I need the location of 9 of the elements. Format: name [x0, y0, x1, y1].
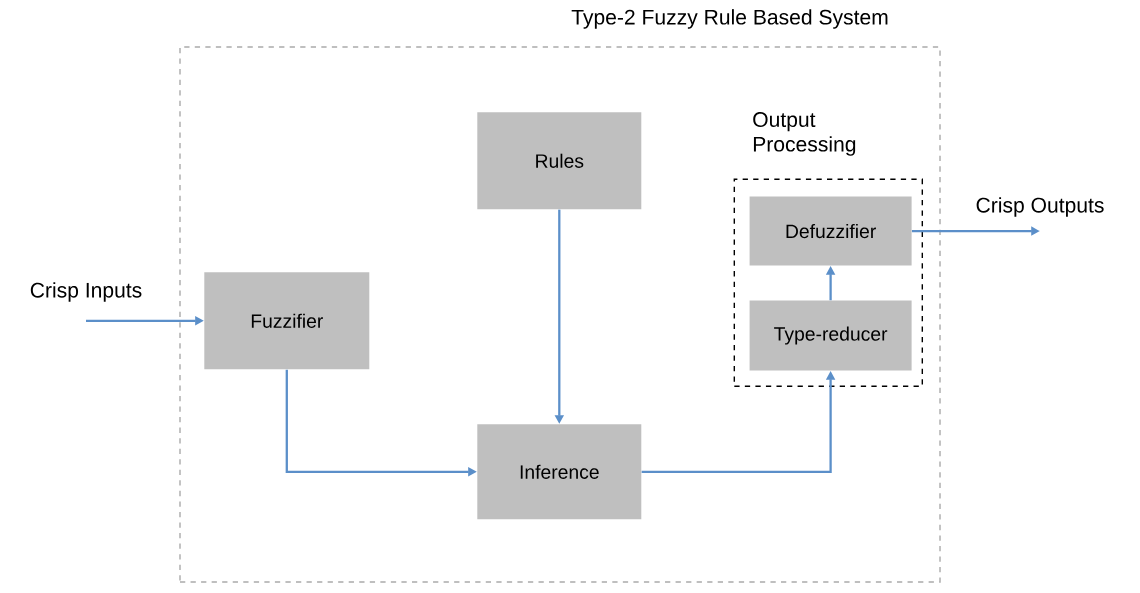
group-title: Output Processing	[753, 112, 856, 156]
process-box: Type-reducer	[749, 300, 912, 371]
io-label: Crisp Inputs	[30, 282, 142, 302]
process-box: Defuzzifier	[749, 196, 912, 266]
process-box: Rules	[477, 112, 642, 210]
io-label: Crisp Outputs	[976, 197, 1104, 217]
process-box: Fuzzifier	[204, 272, 370, 370]
system-title: Type-2 Fuzzy Rule Based System	[571, 9, 888, 29]
process-box: Inference	[477, 424, 642, 520]
